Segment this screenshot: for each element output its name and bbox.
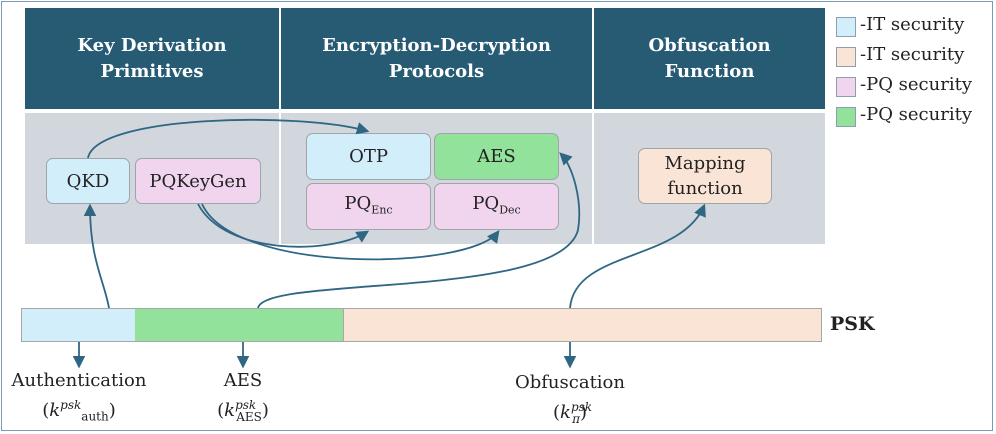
header-edp-text: Encryption-Decryption Protocols bbox=[322, 34, 551, 82]
qkd-box: QKD bbox=[46, 158, 130, 204]
legend-label: -IT security bbox=[860, 44, 965, 65]
pq-enc-box: PQEnc bbox=[306, 183, 431, 230]
otp-label: OTP bbox=[349, 146, 388, 167]
header-encryption-decryption-protocols: Encryption-Decryption Protocols bbox=[281, 8, 592, 109]
legend-label: -PQ security bbox=[860, 74, 972, 95]
header-kdp-text: Key Derivation Primitives bbox=[77, 34, 227, 82]
legend-swatch bbox=[836, 17, 856, 37]
pq-enc-label: PQEnc bbox=[344, 192, 393, 217]
pqkeygen-box: PQKeyGen bbox=[135, 158, 261, 204]
authentication-key-label: (kpskauth) bbox=[42, 398, 116, 424]
mapping-function-label: Mapping function bbox=[664, 153, 746, 199]
legend-item-pq-security-green: -PQ security bbox=[836, 102, 980, 128]
pqkeygen-label: PQKeyGen bbox=[149, 170, 247, 192]
header-key-derivation-primitives: Key Derivation Primitives bbox=[25, 8, 279, 109]
pq-dec-label: PQDec bbox=[472, 192, 521, 217]
qkd-label: QKD bbox=[66, 170, 110, 192]
aes-key-label: (kpskAES) bbox=[217, 398, 269, 424]
aes-key-name-label: AES bbox=[223, 370, 263, 391]
psk-label: PSK bbox=[830, 313, 875, 335]
authentication-label: Authentication bbox=[11, 370, 147, 391]
mapping-function-box: Mapping function bbox=[638, 148, 772, 204]
otp-box: OTP bbox=[306, 133, 431, 180]
arrow-psk-aes-to-aes bbox=[257, 152, 581, 309]
header-obfuscation-function: Obfuscation Function bbox=[594, 8, 825, 109]
pq-dec-box: PQDec bbox=[434, 183, 559, 230]
legend-swatch bbox=[836, 107, 856, 127]
legend-item-it-security-peach: -IT security bbox=[836, 42, 980, 68]
psk-segment-obfuscation bbox=[343, 308, 822, 342]
obfuscation-label: Obfuscation bbox=[514, 372, 625, 393]
aes-box: AES bbox=[434, 133, 559, 180]
legend-item-it-security-blue: -IT security bbox=[836, 12, 980, 38]
obfuscation-key-label: (kpskπ) bbox=[553, 400, 593, 426]
arrow-qkd-to-otp bbox=[87, 118, 370, 159]
aes-label: AES bbox=[477, 146, 516, 167]
psk-segment-aes bbox=[135, 308, 344, 342]
legend-label: -PQ security bbox=[860, 104, 972, 125]
arrow-pqkeygen-to-pqenc bbox=[197, 203, 370, 248]
header-obf-text: Obfuscation Function bbox=[648, 34, 771, 82]
legend-item-pq-security-pink: -PQ security bbox=[836, 72, 980, 98]
legend-label: -IT security bbox=[860, 14, 965, 35]
arrow-pqkeygen-to-pqdec bbox=[201, 203, 500, 261]
legend-swatch bbox=[836, 47, 856, 67]
legend-swatch bbox=[836, 77, 856, 97]
psk-segment-authentication bbox=[21, 308, 136, 342]
arrow-auth-to-qkd bbox=[83, 203, 110, 309]
arrow-psk-obf-to-mapping bbox=[569, 203, 706, 309]
